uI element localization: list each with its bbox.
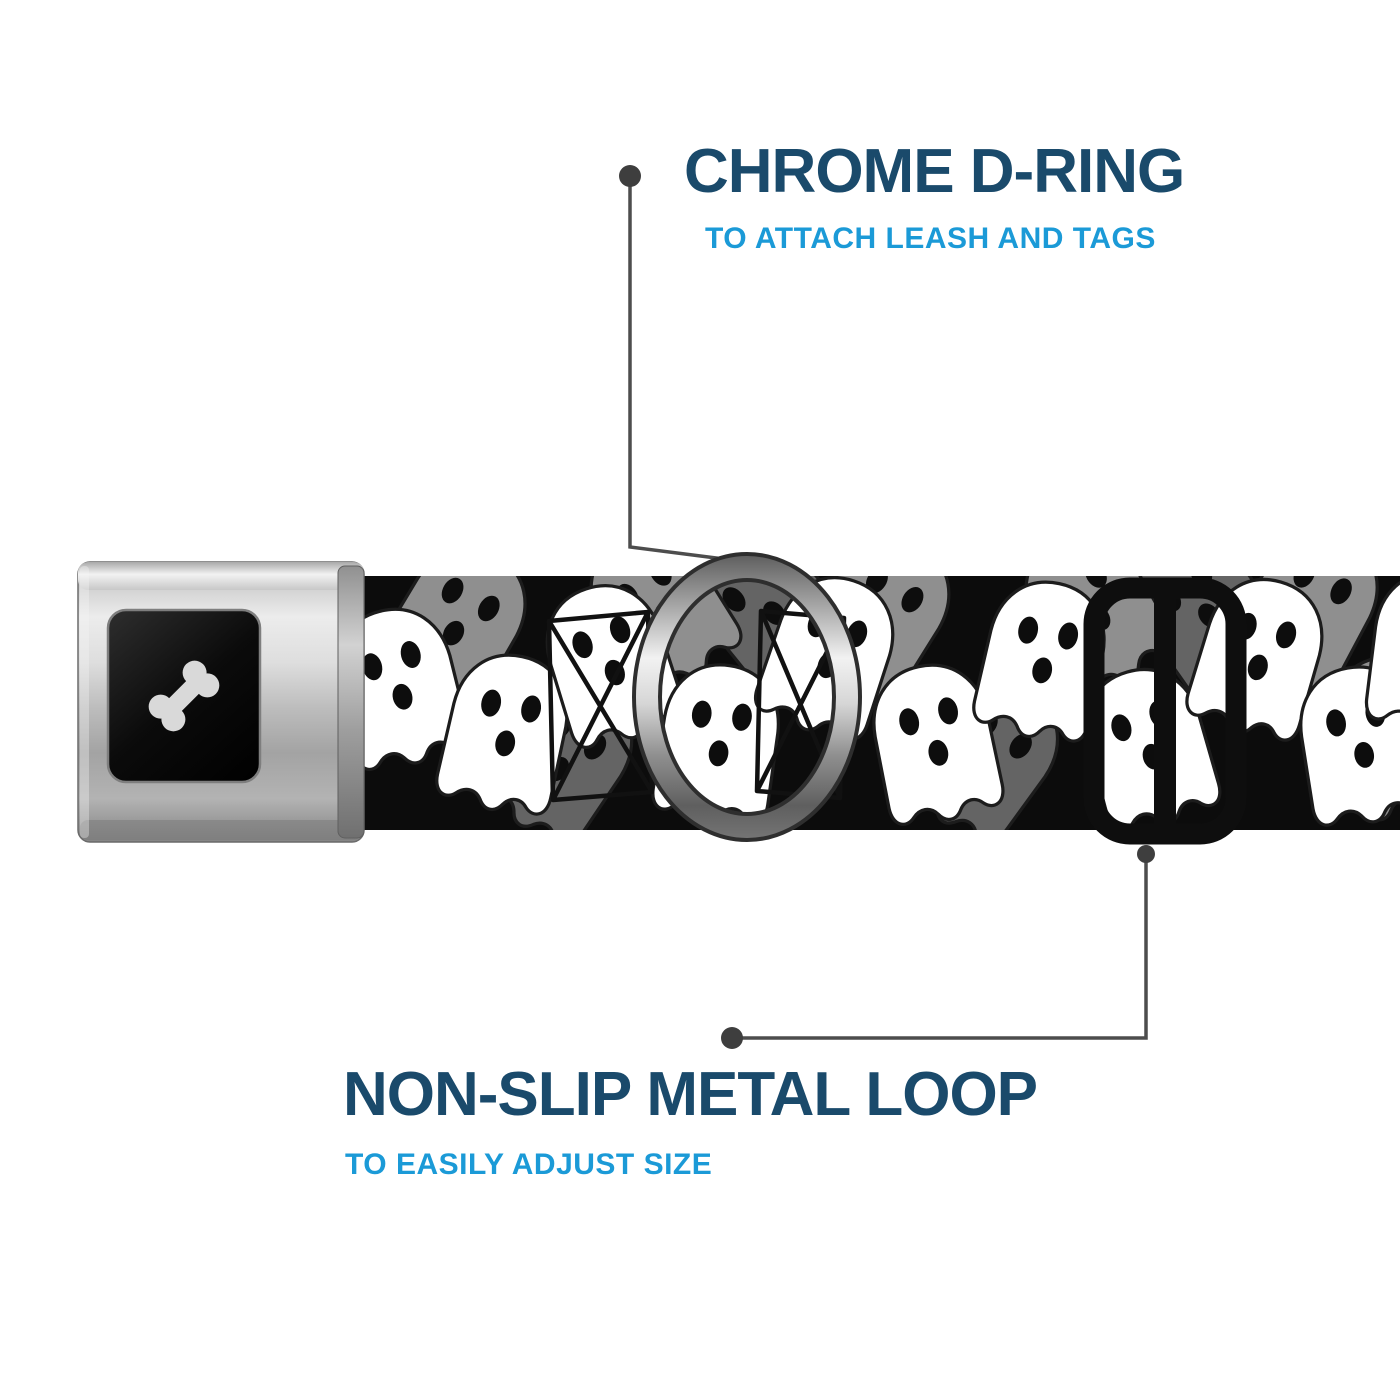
callout-dot-top: [619, 165, 641, 187]
callout-top: CHROME D-RING TO ATTACH LEASH AND TAGS: [684, 137, 1185, 255]
dog-bone-icon: [148, 660, 220, 732]
callout-bottom-subtitle: TO EASILY ADJUST SIZE: [345, 1148, 713, 1181]
callout-top-title: CHROME D-RING: [684, 137, 1185, 206]
callout-dot-bottom-left: [721, 1027, 743, 1049]
seatbelt-buckle: [77, 561, 365, 843]
chrome-d-ring-icon: [632, 552, 862, 842]
callout-connector-top: [628, 178, 725, 561]
metal-loop-icon: [1083, 577, 1247, 845]
callout-connector-bottom: [738, 858, 1148, 1040]
buckle-bottom-shade: [80, 820, 362, 840]
callout-bottom: NON-SLIP METAL LOOP TO EASILY ADJUST SIZ…: [343, 1060, 1038, 1181]
callout-bottom-title: NON-SLIP METAL LOOP: [343, 1060, 1038, 1129]
buckle-top-face: [78, 562, 364, 590]
callout-dot-bottom-upper: [1137, 845, 1155, 863]
buckle-left-highlight: [80, 566, 89, 838]
buckle-keeper: [337, 565, 365, 839]
callout-top-subtitle: TO ATTACH LEASH AND TAGS: [705, 222, 1156, 255]
